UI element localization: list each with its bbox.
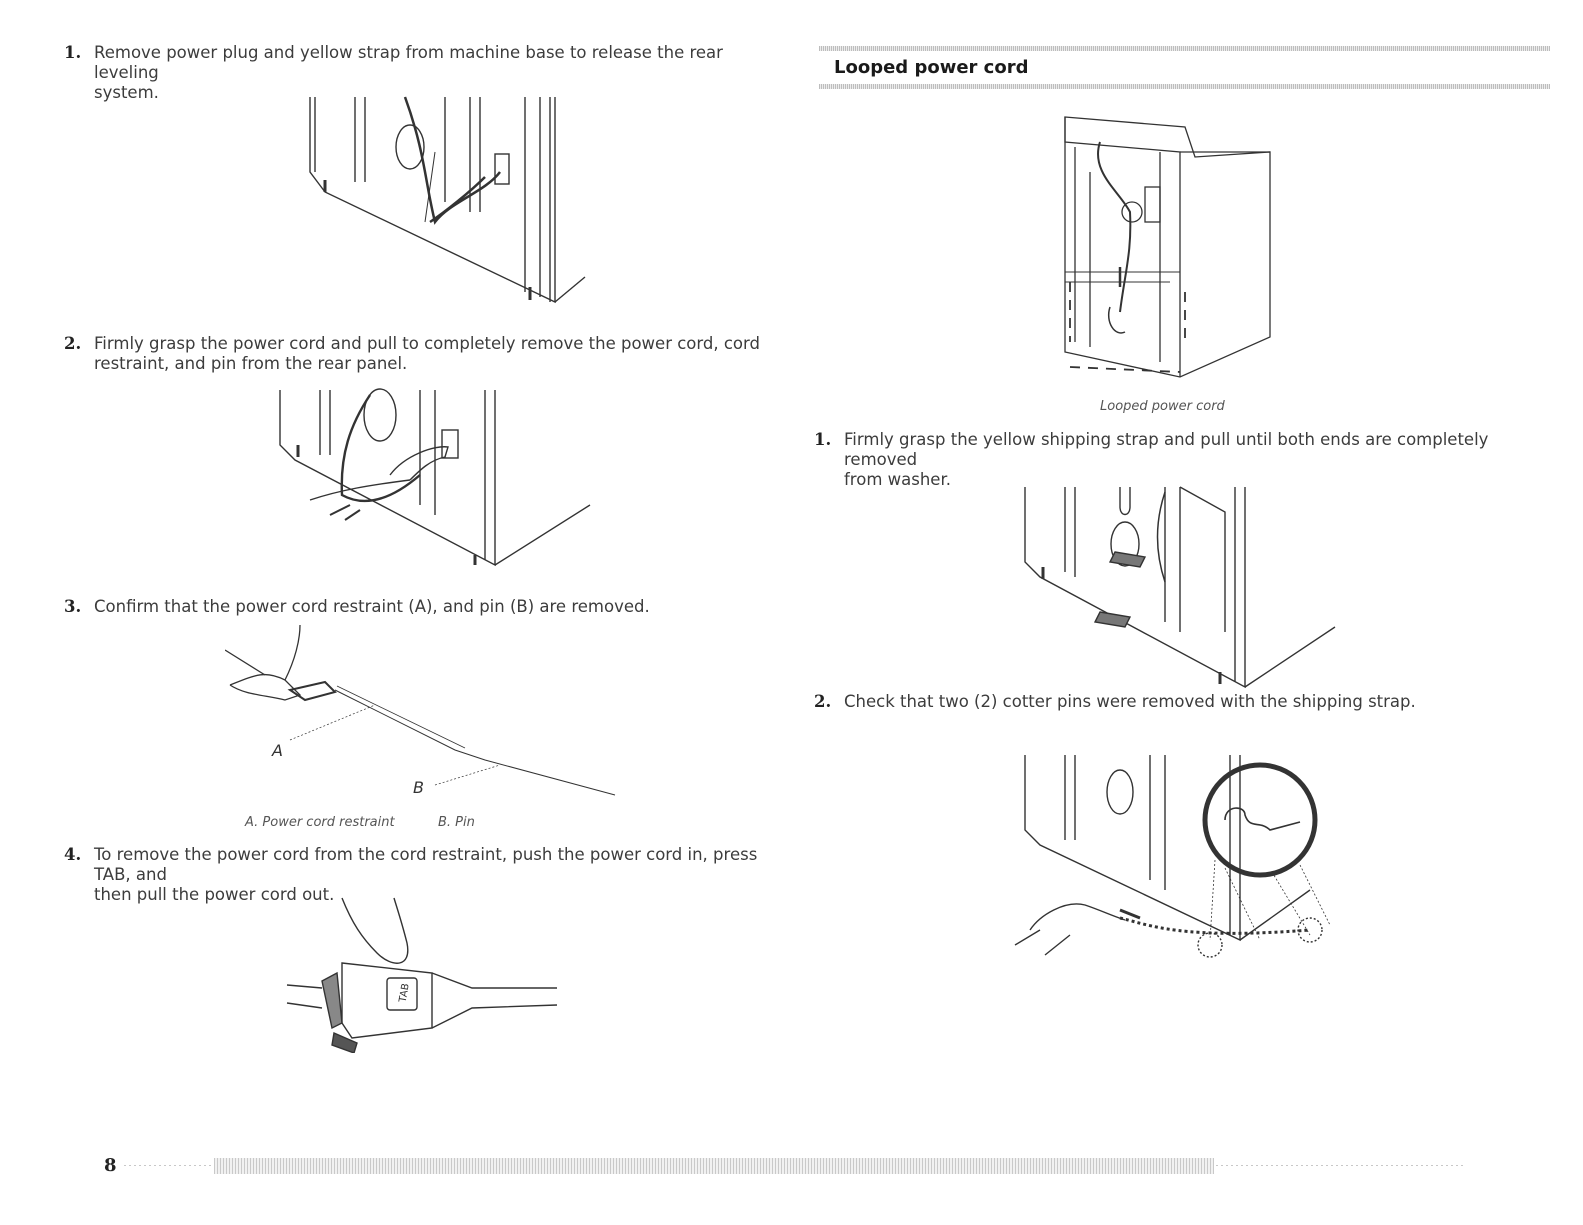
page-number: 8 xyxy=(104,1155,117,1176)
step-text: Remove power plug and yellow strap from … xyxy=(94,43,723,102)
figure-rear-plug-strap xyxy=(295,92,595,312)
footer-bar xyxy=(214,1158,1214,1174)
step-number: 1. xyxy=(64,43,82,62)
step-text: To remove the power cord from the cord r… xyxy=(94,845,758,904)
tab-label: TAB xyxy=(397,982,411,1004)
section-rule-top xyxy=(819,46,1550,51)
footer-dots-right xyxy=(1216,1165,1466,1166)
caption-power-cord-restraint: A. Power cord restraint xyxy=(245,815,395,830)
footer-dots-left xyxy=(124,1165,212,1166)
figure-pull-shipping-strap xyxy=(1015,482,1345,692)
step-number: 1. xyxy=(814,430,832,449)
figure-pull-power-cord xyxy=(270,385,600,570)
step-text: Firmly grasp the power cord and pull to … xyxy=(94,334,760,373)
label-a: A xyxy=(272,741,283,760)
step-number: 4. xyxy=(64,845,82,864)
section-rule-bottom xyxy=(819,84,1550,89)
step-number: 2. xyxy=(814,692,832,711)
step-number: 2. xyxy=(64,334,82,353)
figure-looped-power-cord xyxy=(1060,112,1275,387)
figure-restraint-and-pin xyxy=(225,620,625,800)
caption-pin: B. Pin xyxy=(438,815,475,830)
section-title: Looped power cord xyxy=(834,57,1029,78)
step-text: Check that two (2) cotter pins were remo… xyxy=(844,692,1416,711)
figure-cotter-pins xyxy=(1010,750,1340,975)
figure-press-tab: TAB xyxy=(282,893,562,1053)
step-text: Confirm that the power cord restraint (A… xyxy=(94,597,650,616)
caption-looped-power-cord: Looped power cord xyxy=(1100,399,1225,414)
step-number: 3. xyxy=(64,597,82,616)
step-text: Firmly grasp the yellow shipping strap a… xyxy=(844,430,1489,489)
label-b: B xyxy=(413,778,424,797)
